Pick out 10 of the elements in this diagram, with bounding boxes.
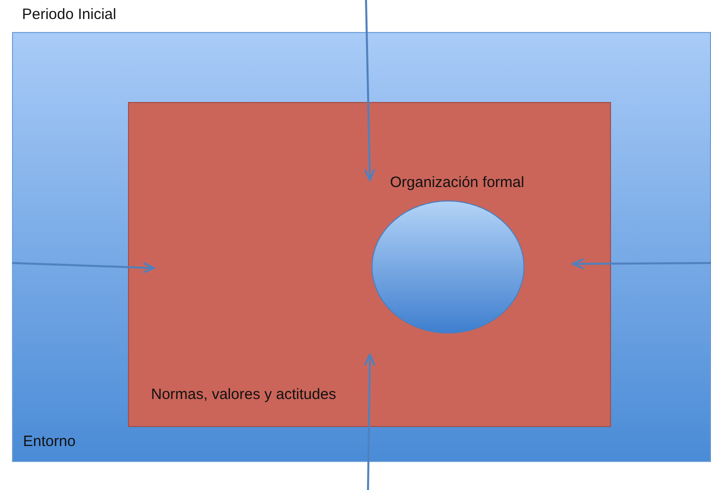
panel-label: Normas, valores y actitudes (151, 386, 336, 403)
panel-label: Entorno (23, 433, 76, 450)
arrow (364, 354, 376, 490)
arrow (572, 258, 711, 270)
title: Periodo Inicial (22, 6, 116, 23)
arrow (12, 262, 156, 274)
inner-panel (128, 102, 611, 427)
arrow (364, 0, 376, 182)
environment-panel (12, 32, 711, 462)
heading-label: Organización formal (390, 174, 524, 191)
